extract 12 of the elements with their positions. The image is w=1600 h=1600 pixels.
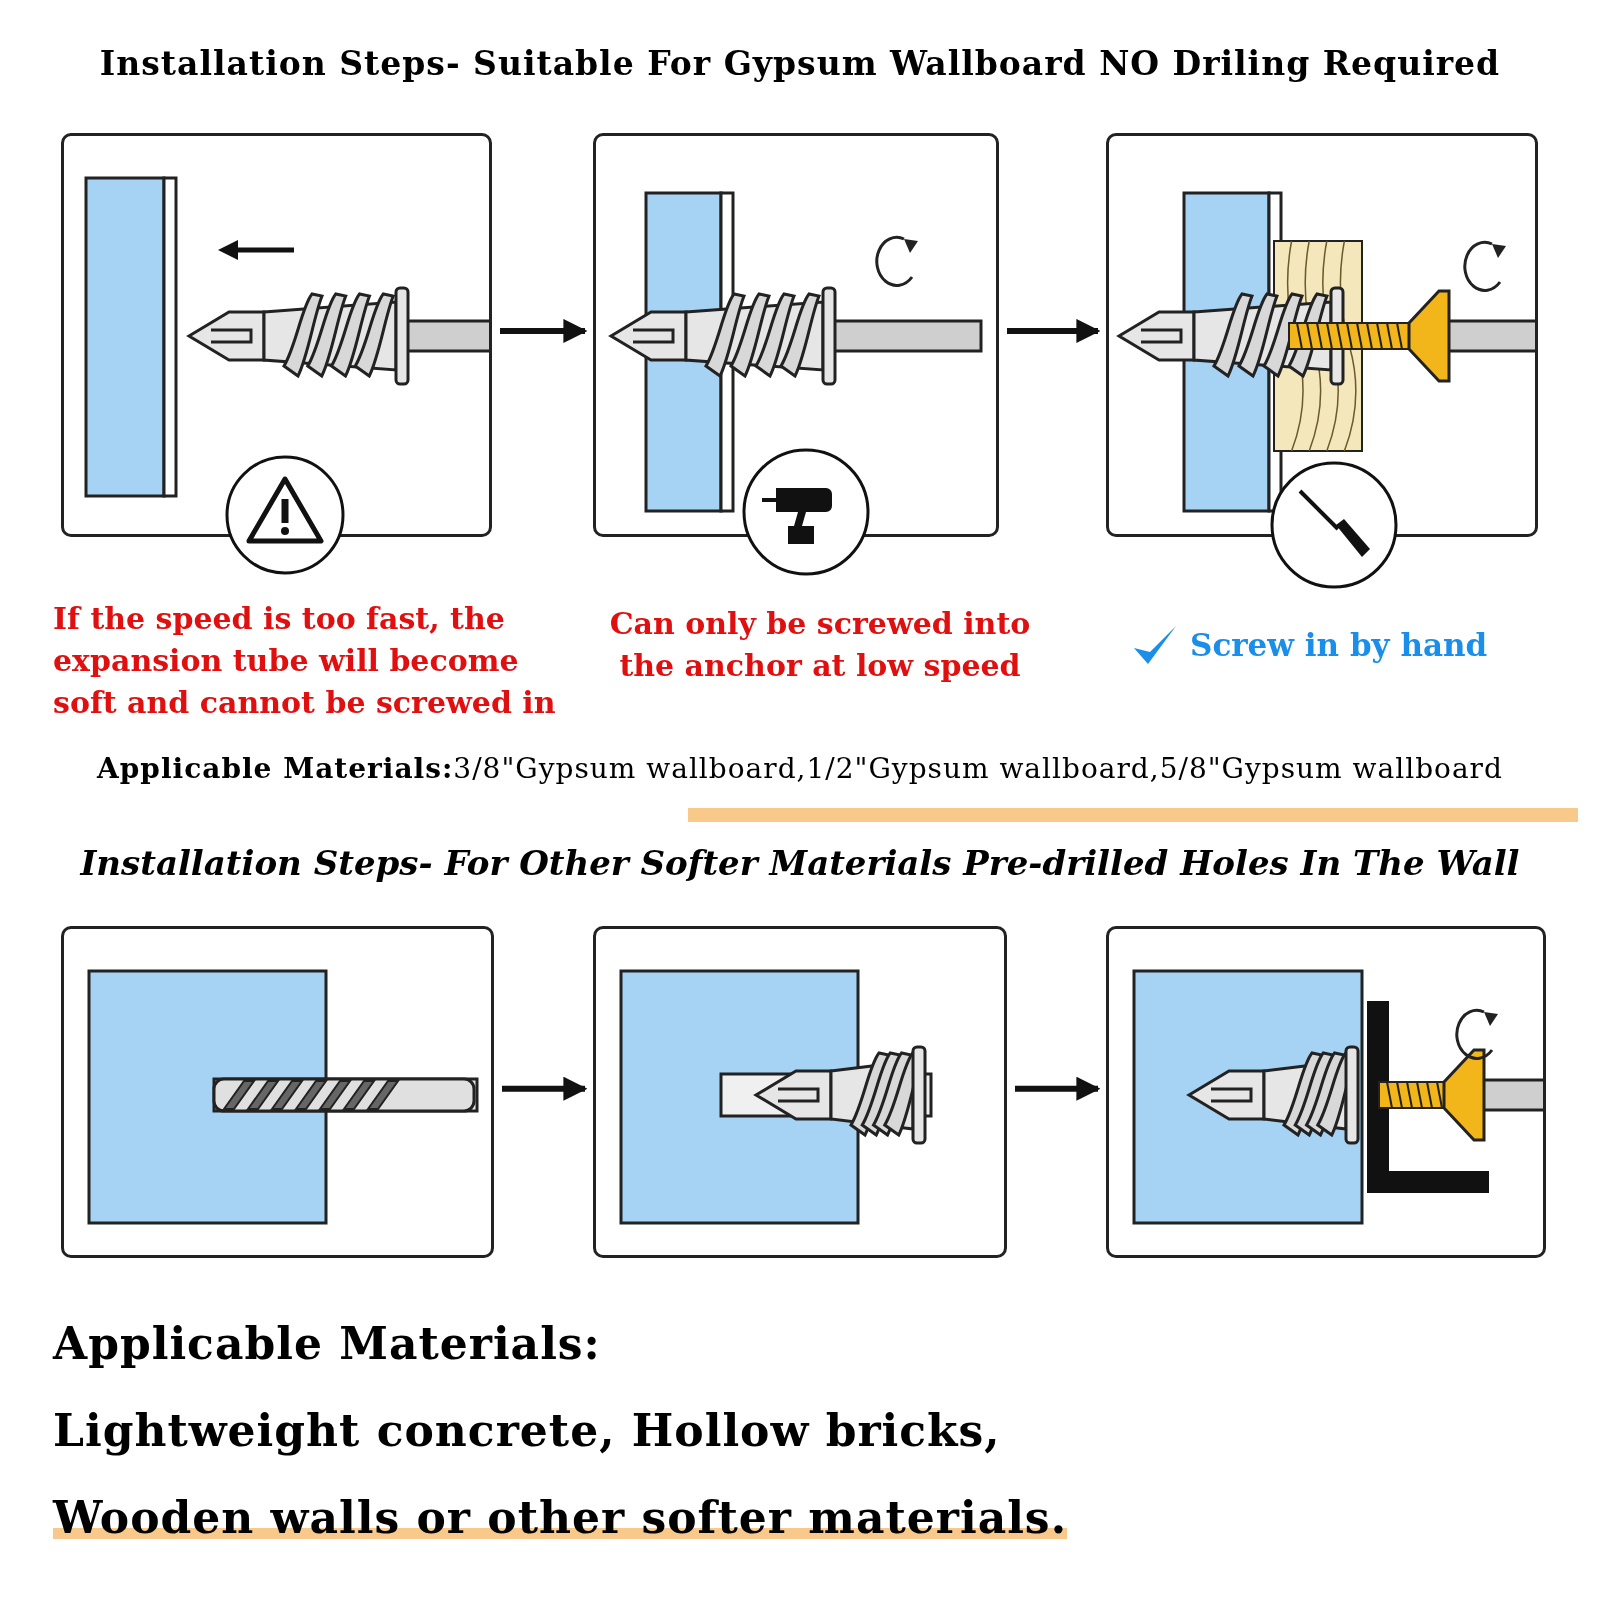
arrow xyxy=(500,318,588,343)
arrow xyxy=(1007,318,1101,343)
materials-heading: Applicable Materials: xyxy=(53,1318,601,1369)
arrow xyxy=(502,1076,588,1101)
tip-note: Screw in by hand xyxy=(1190,627,1488,663)
title: Installation Steps- Suitable For Gypsum Wallboard NO Driling Required xyxy=(98,44,1502,83)
arrow xyxy=(1015,1076,1101,1101)
materials-list: Lightweight concrete, Hollow bricks, xyxy=(53,1405,1001,1456)
warning-note: If the speed is too fast, the expansion tube will become soft and cannot be screwed in xyxy=(53,600,557,722)
section-heading: Installation Steps- For Other Softer Materials Pre-drilled Holes In The Wall xyxy=(78,843,1521,883)
materials-line: Applicable Materials:3/8"Gypsum wallboard,1/2"Gypsum wallboard,5/8"Gypsum wallboard xyxy=(95,752,1504,785)
usage-note: Can only be screwed into the anchor at low speed xyxy=(608,605,1032,685)
